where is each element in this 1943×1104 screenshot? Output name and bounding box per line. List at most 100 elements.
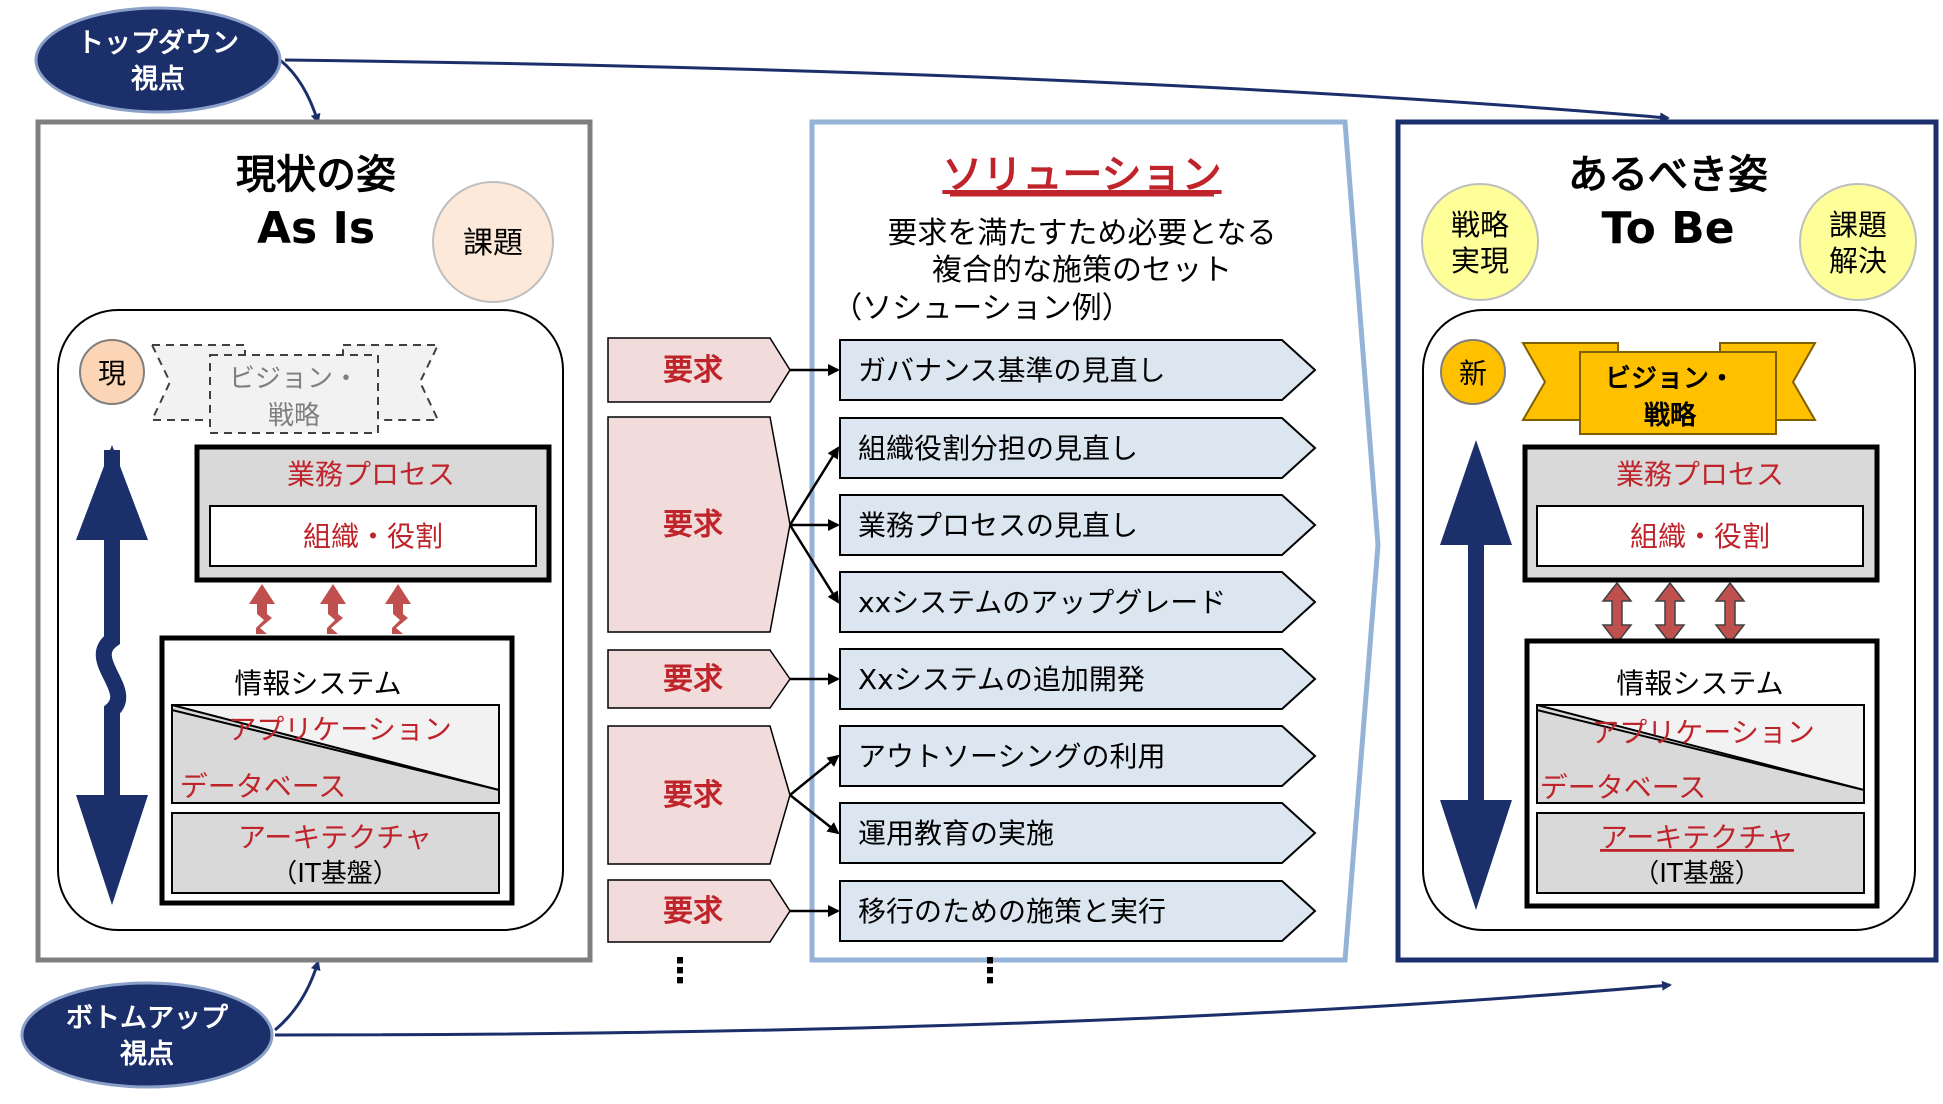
to-be-title-2: To Be: [1601, 203, 1734, 254]
issue-badge-label: 課題: [463, 226, 523, 261]
top-down-label-1: トップダウン: [77, 27, 239, 59]
as-is-org-role-label: 組織・役割: [303, 520, 443, 553]
request-box: 要求: [607, 649, 791, 709]
solution-item-label: 組織役割分担の見直し: [858, 432, 1138, 465]
as-is-architecture-label: アーキテクチャ: [238, 821, 432, 854]
bottom-up-to-tobe-arrow: [274, 980, 1672, 1037]
issue-solved-label-1: 課題: [1829, 208, 1887, 242]
as-is-database-label: データベース: [180, 770, 347, 803]
issue-badge: [432, 181, 554, 303]
strategy-badge-label-2: 実現: [1451, 244, 1509, 278]
as-is-business-process-label: 業務プロセス: [287, 458, 455, 491]
bottom-up-label-1: ボトムアップ: [66, 1003, 229, 1034]
solution-item-label: アウトソーシングの利用: [858, 740, 1165, 773]
as-is-it-base-label: （IT基盤）: [271, 859, 399, 889]
new-badge-label: 新: [1459, 357, 1487, 390]
new-badge: [1440, 339, 1506, 405]
request-label: 要求: [663, 662, 723, 697]
to-be-panel: あるべき姿 To Be 戦略 実現 課題 解決 新 ビジョン・ 戦略 業務プロセ…: [1395, 119, 1939, 963]
connector-7: [789, 794, 840, 835]
solution-title: ソリューション: [942, 152, 1221, 198]
to-be-org-role: [1536, 505, 1864, 567]
solution-desc-2: 複合的な施策のセット: [932, 253, 1232, 288]
to-be-application-label: アプリケーション: [1591, 716, 1814, 749]
solution-item-shape: [839, 571, 1317, 633]
solution-item: 運用教育の実施: [839, 802, 1317, 864]
solution-desc-3: （ソシューション例）: [832, 291, 1131, 326]
to-be-vision-label-1: ビジョン・: [1605, 364, 1735, 394]
request-box: 要求: [607, 725, 791, 865]
request-shape: [607, 879, 791, 943]
to-be-it-base-label: （IT基盤）: [1633, 859, 1761, 889]
as-is-info-system-label: 情報システム: [234, 667, 401, 700]
request-connectors: [788, 364, 840, 917]
connector-6: [789, 754, 840, 796]
request-shape: [607, 337, 791, 403]
top-down-to-tobe-arrow: [284, 58, 1670, 123]
to-be-info-system-label: 情報システム: [1616, 667, 1783, 700]
as-is-title-1: 現状の姿: [236, 152, 396, 198]
solution-item-shape: [839, 880, 1317, 942]
solution-desc-1: 要求を満たすため必要となる: [887, 216, 1276, 251]
current-badge: [79, 339, 145, 405]
as-is-application-triangle: [171, 704, 500, 792]
solution-item-label: 移行のための施策と実行: [858, 895, 1166, 928]
solution-item-label: xxシステムのアップグレード: [858, 586, 1226, 619]
to-be-business-process-label: 業務プロセス: [1616, 458, 1784, 491]
to-be-application-triangle: [1536, 704, 1865, 792]
bottom-up-to-asis-arrow: [274, 960, 321, 1032]
solution-item: 業務プロセスの見直し: [839, 494, 1317, 556]
request-label: 要求: [663, 508, 723, 543]
solution-item-label: ガバナンス基準の見直し: [858, 354, 1165, 387]
current-badge-label: 現: [98, 357, 126, 390]
as-is-application-label: アプリケーション: [228, 713, 451, 746]
solution-item-shape: [839, 494, 1317, 556]
request-shape: [607, 725, 791, 865]
as-is-panel: 現状の姿 As Is 課題 現 ビジョン・ 戦略 業務プロセス 組織・役割: [35, 119, 593, 963]
as-is-title-2: As Is: [257, 203, 375, 254]
solution-item-shape: [839, 725, 1317, 787]
as-is-database-triangle: [171, 708, 500, 804]
as-is-org-role: [209, 505, 537, 567]
bottom-up-label-2: 視点: [120, 1039, 174, 1070]
solution-panel: ソリューション 要求を満たすため必要となる 複合的な施策のセット （ソシューショ…: [809, 119, 1381, 991]
solution-item: アウトソーシングの利用: [839, 725, 1317, 787]
to-be-arrow-up-head: [1440, 440, 1512, 545]
solution-item: 移行のための施策と実行: [839, 880, 1317, 942]
connector-4: [788, 524, 840, 604]
solution-item: 組織役割分担の見直し: [839, 417, 1317, 479]
solution-item: xxシステムのアップグレード: [839, 571, 1317, 633]
to-be-database-triangle: [1536, 708, 1865, 804]
request-label: 要求: [663, 778, 723, 813]
solution-ellipsis: ⋮: [973, 951, 1007, 991]
solution-item-shape: [839, 417, 1317, 479]
as-is-vertical-shaft: [95, 450, 127, 855]
request-box: 要求: [607, 337, 791, 403]
to-be-double-arrows: [1601, 581, 1746, 645]
as-is-arrow-up-head: [76, 445, 148, 540]
top-down-label-2: 視点: [131, 64, 185, 95]
solution-item: Xxシステムの追加開発: [839, 648, 1317, 710]
top-down-to-asis-arrow: [279, 58, 321, 124]
solution-item-label: Xxシステムの追加開発: [858, 663, 1145, 696]
top-down-viewpoint: トップダウン 視点: [34, 6, 282, 114]
issue-solved-badge: [1799, 183, 1917, 301]
solution-item: ガバナンス基準の見直し: [839, 339, 1317, 401]
solution-item-label: 業務プロセスの見直し: [858, 509, 1138, 542]
strategy-badge-label-1: 戦略: [1451, 208, 1509, 242]
solution-item-shape: [839, 339, 1317, 401]
to-be-title-1: あるべき姿: [1568, 152, 1768, 198]
to-be-arrow-down-head: [1440, 800, 1512, 910]
request-shape: [607, 649, 791, 709]
solution-item-shape: [839, 648, 1317, 710]
bottom-up-viewpoint: ボトムアップ 視点: [20, 981, 274, 1089]
as-is-vision-label-1: ビジョン・: [229, 364, 359, 394]
to-be-database-label: データベース: [1540, 771, 1707, 804]
to-be-vision-banner: ビジョン・ 戦略: [1521, 342, 1817, 435]
as-is-vision-banner: ビジョン・ 戦略: [150, 344, 440, 434]
as-is-arrow-down-head: [76, 795, 148, 905]
strategy-badge: [1421, 183, 1539, 301]
